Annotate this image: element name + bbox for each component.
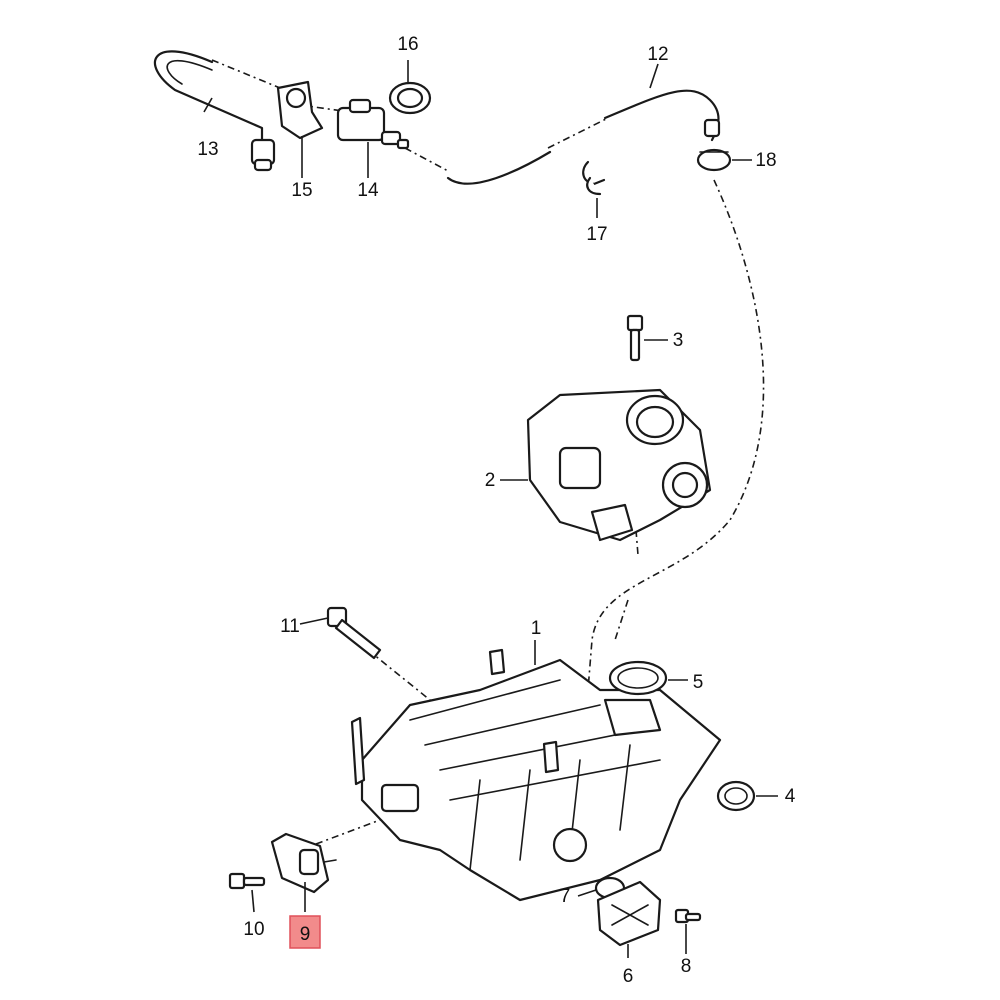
leader-lines [203, 60, 778, 958]
label-10[interactable]: 10 [243, 919, 264, 940]
cover-6 [596, 880, 662, 947]
hose-13 [154, 50, 276, 172]
label-13[interactable]: 13 [197, 139, 218, 160]
throttle-body-2 [526, 388, 712, 542]
clip-17 [582, 160, 606, 196]
label-14[interactable]: 14 [357, 180, 379, 201]
part-labels: 13 15 14 16 12 18 17 3 2 11 1 5 4 7 6 8 … [197, 34, 795, 987]
bolt-11 [326, 606, 382, 660]
bolt-3 [626, 314, 644, 362]
label-5[interactable]: 5 [693, 672, 704, 693]
label-18[interactable]: 18 [755, 150, 776, 171]
label-9[interactable]: 9 [300, 924, 311, 945]
label-2[interactable]: 2 [485, 470, 496, 491]
bracket-15 [276, 80, 324, 140]
o-ring-4 [716, 780, 756, 812]
bolt-10 [228, 872, 266, 890]
valve-14 [336, 98, 410, 150]
sensor-9 [270, 832, 337, 894]
ring-16 [388, 81, 432, 115]
label-8[interactable]: 8 [681, 956, 692, 977]
label-12[interactable]: 12 [647, 44, 668, 65]
label-15[interactable]: 15 [291, 180, 312, 201]
gasket-5 [608, 660, 668, 696]
bolt-8 [674, 908, 702, 924]
label-1[interactable]: 1 [531, 618, 542, 639]
label-11[interactable]: 11 [280, 616, 300, 637]
label-16[interactable]: 16 [397, 34, 418, 55]
label-4[interactable]: 4 [785, 786, 796, 807]
label-17[interactable]: 17 [586, 224, 607, 245]
intake-manifold-1 [350, 648, 722, 902]
clamp-18 [696, 148, 732, 172]
label-6[interactable]: 6 [623, 966, 634, 987]
label-3[interactable]: 3 [673, 330, 684, 351]
hose-12 [446, 89, 721, 185]
highlight-box-9 [289, 915, 321, 949]
label-7[interactable]: 7 [560, 886, 571, 907]
